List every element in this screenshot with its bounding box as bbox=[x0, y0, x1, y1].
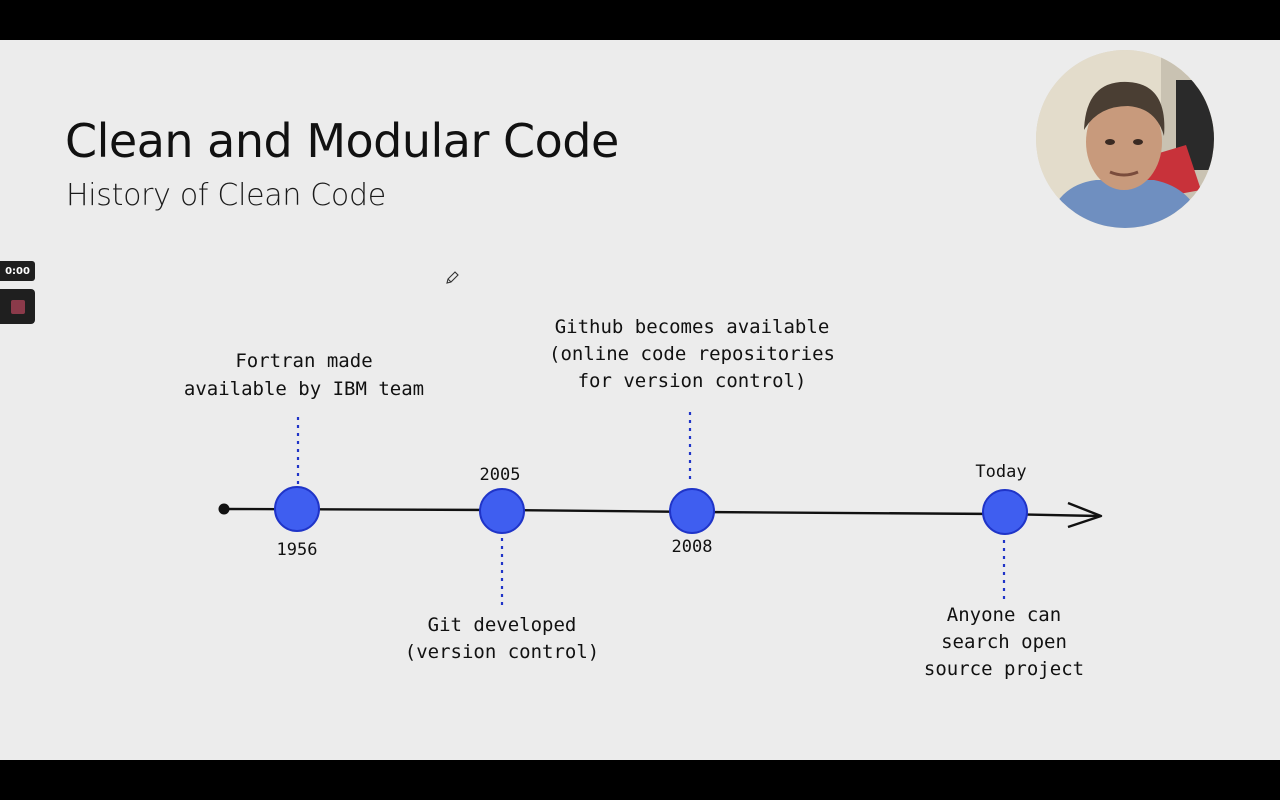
year-label-1956: 1956 bbox=[277, 540, 318, 560]
year-label-today: Today bbox=[975, 462, 1026, 482]
recording-timer: 0:00 bbox=[0, 261, 35, 281]
slide-subtitle: History of Clean Code bbox=[66, 178, 386, 213]
event-description-1956-line-2: available by IBM team bbox=[184, 378, 424, 400]
presenter-webcam bbox=[1036, 50, 1214, 228]
timeline-diagram: 1956 2005 2008 Today Fortran made availa… bbox=[184, 316, 1103, 680]
year-label-2008: 2008 bbox=[672, 537, 713, 557]
event-description-today-line-3: source project bbox=[924, 658, 1084, 680]
event-description-2008-line-1: Github becomes available bbox=[555, 316, 830, 338]
event-description-1956-line-1: Fortran made bbox=[235, 350, 372, 372]
event-description-2008-line-2: (online code repositories bbox=[549, 343, 835, 365]
slide-title: Clean and Modular Code bbox=[65, 114, 619, 168]
event-description-2005-line-1: Git developed bbox=[428, 614, 577, 636]
event-description-2008-line-3: for version control) bbox=[578, 370, 807, 392]
timeline-axis bbox=[223, 507, 1099, 518]
timeline-node-today bbox=[982, 489, 1028, 535]
pencil-icon[interactable] bbox=[444, 270, 460, 286]
timeline-start-dot bbox=[218, 503, 230, 515]
arrow-head-icon bbox=[1067, 501, 1103, 529]
timeline-node-1956 bbox=[274, 486, 320, 532]
year-label-2005: 2005 bbox=[480, 465, 521, 485]
event-description-today-line-1: Anyone can bbox=[947, 604, 1061, 626]
timeline-node-2005 bbox=[479, 488, 525, 534]
letterbox-top bbox=[0, 0, 1280, 40]
timeline-node-2008 bbox=[669, 488, 715, 534]
presenter-video-icon bbox=[1036, 50, 1214, 228]
letterbox-bottom bbox=[0, 760, 1280, 800]
slide: Clean and Modular Code History of Clean … bbox=[0, 40, 1280, 760]
event-description-2005-line-2: (version control) bbox=[405, 641, 599, 663]
event-description-today-line-2: search open bbox=[941, 631, 1067, 653]
stop-recording-button[interactable] bbox=[0, 289, 35, 324]
stop-icon bbox=[10, 299, 25, 314]
